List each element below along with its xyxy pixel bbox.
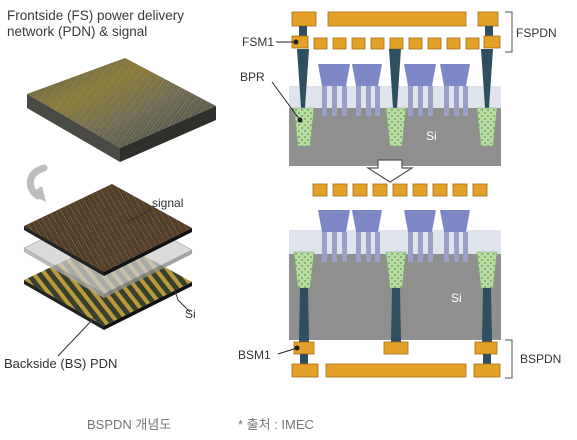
fs-metal-line [477,11,499,27]
figure-caption: BSPDN 개념도 [87,417,172,432]
down-arrow-icon [365,159,415,183]
nano-tsvs [299,288,492,342]
si-top-label: Si [426,129,437,143]
bpr-label: BPR [240,70,265,84]
si-leader-line [173,287,191,313]
fspdn-label: FSPDN [516,26,557,40]
frontside-chip-left-side [27,94,120,162]
power-vias [297,49,493,108]
frontside-chip-right-side [120,106,216,162]
oxide-layer [289,230,501,254]
frontside-title-line1: Frontside (FS) power delivery [7,8,185,23]
bspdn-diagram [23,11,513,379]
fsm1-row [291,35,501,50]
figure-source: * 출처 : IMEC [238,417,314,432]
backside-cross-section [289,183,501,378]
fs-metal-line [291,11,317,27]
transistor-fins [318,64,470,116]
fs-metal-line [327,11,467,27]
bspdn-bracket [505,339,513,379]
signal-label: signal [152,196,184,210]
bs-metal-lines [291,363,501,378]
right-leader-lines [271,39,303,355]
frontside-chip [27,58,216,162]
left-leader-lines [57,209,191,357]
exploded-layer-stack [23,184,193,330]
bspdn-label: BSPDN [520,352,562,366]
backside-pdn-label: Backside (BS) PDN [4,356,118,371]
frontside-title: Frontside (FS) power delivery network (P… [7,8,184,40]
si-layer-label: Si [185,307,196,321]
signal-leader-line [127,209,151,223]
buried-power-rails [293,251,498,289]
backside-leader-line [57,317,95,357]
transistor-fins [318,210,470,262]
fs-metal-row [312,183,488,197]
si-bottom-label: Si [451,291,462,305]
bsm1-label: BSM1 [238,348,271,362]
fsm1-label: FSM1 [242,35,275,49]
frontside-title-line2: network (PDN) & signal [7,24,148,39]
buried-power-rails [293,107,498,147]
frontside-cross-section [289,11,501,166]
fspdn-bracket [505,11,513,53]
brackets [505,11,513,379]
bsm1-row [293,341,498,355]
flip-arrow-icon [26,164,48,202]
